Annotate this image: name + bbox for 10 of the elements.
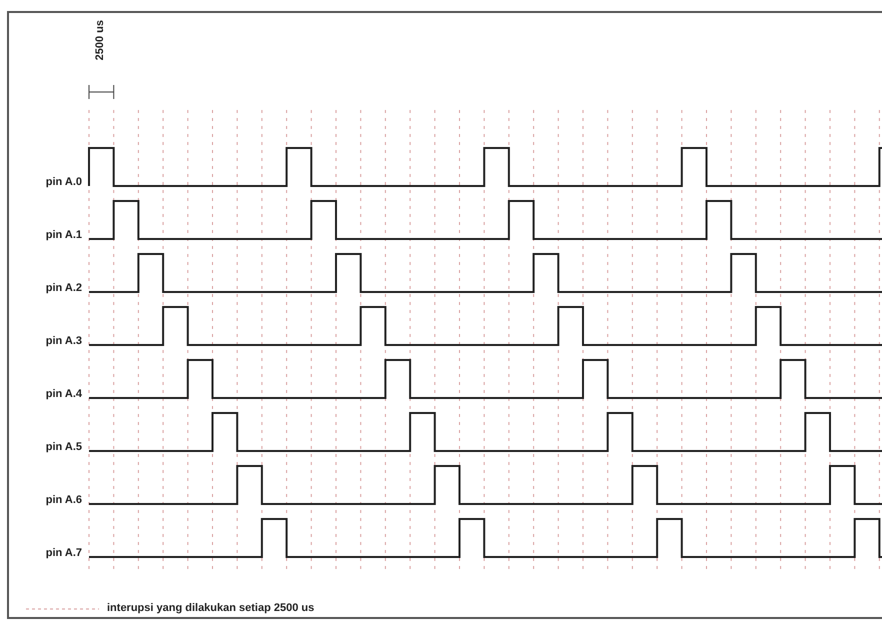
dimension-label: 2500 us [94, 20, 107, 60]
signal-label: pin A.5 [46, 441, 82, 454]
signal-label: pin A.7 [46, 547, 82, 560]
signal-label: pin A.2 [46, 282, 82, 295]
signal-label: pin A.6 [46, 494, 82, 507]
signal-label: pin A.4 [46, 388, 82, 401]
signal-label: pin A.0 [46, 176, 82, 189]
signal-label: pin A.1 [46, 229, 82, 242]
signal-label: pin A.3 [46, 335, 82, 348]
legend-text: interupsi yang dilakukan setiap 2500 us [107, 602, 314, 615]
